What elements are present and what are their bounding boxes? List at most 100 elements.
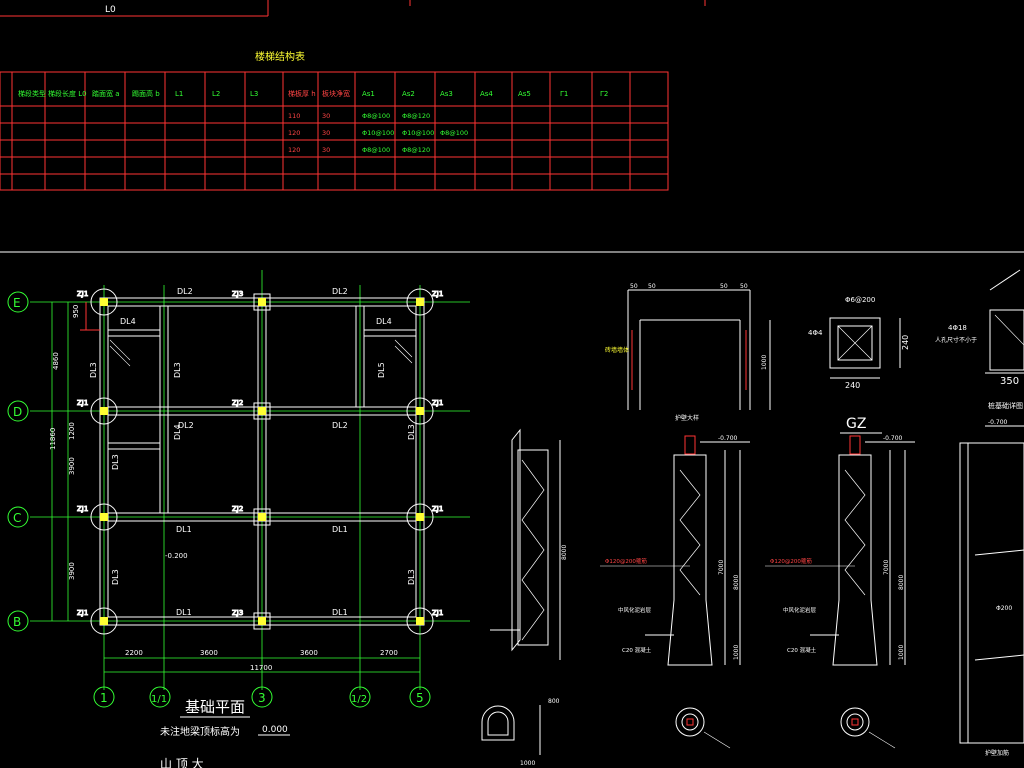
detailA-dim-2: 50	[648, 283, 656, 290]
pile-section-left: 8000 800 1000	[481, 428, 568, 767]
svg-text:Φ120@200箍筋: Φ120@200箍筋	[605, 557, 647, 565]
pile-footing: ZJ3	[232, 609, 271, 630]
axis-bubble-B: B	[7, 610, 29, 632]
axis-bubble-E: E	[7, 291, 29, 313]
beam-label: DL1	[176, 608, 192, 617]
table-cell: 30	[322, 129, 330, 137]
svg-text:B: B	[13, 615, 21, 629]
table-header-cell: As2	[402, 90, 415, 98]
svg-text:1: 1	[100, 691, 108, 705]
axis-bubble-1/2: 1/2	[349, 686, 371, 708]
table-cell: 110	[288, 112, 300, 120]
svg-text:中风化泥岩层: 中风化泥岩层	[618, 606, 652, 614]
table-header-cell: 踏面宽 a	[92, 89, 120, 98]
beam-label: DL3	[407, 424, 416, 440]
beam-label: DL4	[376, 317, 392, 326]
table-header-cell: 板块净宽	[322, 89, 350, 98]
pile-footing: ZJ1	[77, 607, 118, 635]
svg-text:D: D	[13, 405, 22, 419]
right-dim: Φ200	[996, 605, 1012, 612]
left-pile-dim: 8000	[561, 545, 568, 560]
beam-label: DL1	[176, 525, 192, 534]
left-overall-dim: 11860	[49, 428, 57, 450]
svg-text:1000: 1000	[898, 645, 905, 660]
elev-mark: -0.200	[165, 552, 188, 560]
plan-note: 未注地梁顶标高为	[160, 725, 240, 738]
axis-bubble-3: 3	[251, 686, 273, 708]
table-header-cell: L2	[212, 90, 220, 98]
gz-height: 240	[901, 335, 910, 350]
svg-text:Φ120@200箍筋: Φ120@200箍筋	[770, 557, 812, 565]
table-cell: Φ10@100	[402, 129, 434, 137]
table-header-cell: As1	[362, 90, 375, 98]
table-header-cell: As5	[518, 90, 531, 98]
section-dim-a: 800	[548, 698, 560, 705]
top-fragment: L0	[0, 0, 706, 17]
beam-label: DL1	[332, 608, 348, 617]
beam-label: DL3	[111, 569, 120, 585]
svg-text:C20 混凝土: C20 混凝土	[622, 646, 652, 654]
pile-footing: ZJ1	[406, 607, 444, 635]
beam-label: DL2	[332, 421, 348, 430]
column-label: ZJ1	[432, 505, 443, 513]
table-cell: Φ10@100	[362, 129, 394, 137]
left-dim-3: 3900	[68, 457, 76, 475]
column-label: ZJ3	[232, 290, 243, 298]
detailA-bottom-label: 护壁大样	[675, 414, 699, 422]
column-label: ZJ1	[432, 290, 443, 298]
table-header-cell: Γ1	[560, 90, 568, 98]
detailA-dim-4: 50	[740, 283, 748, 290]
left-dim-1: 4860	[52, 352, 60, 370]
svg-text:1/1: 1/1	[151, 694, 167, 705]
table-header-cell: As4	[480, 90, 493, 98]
beam-label: DL1	[332, 525, 348, 534]
table-cell: 30	[322, 112, 330, 120]
table-header-cell: 梯段类型	[18, 89, 46, 98]
svg-text:1000: 1000	[733, 645, 740, 660]
column-label: ZJ1	[432, 399, 443, 407]
svg-text:1/2: 1/2	[351, 694, 367, 705]
detail-retaining-wall: 50 50 50 50 1000 砖墙墙体 护壁大样	[605, 283, 771, 422]
svg-text:7000: 7000	[883, 560, 890, 575]
table-header-cell: Γ2	[600, 90, 608, 98]
bottom-dim-3: 3600	[300, 649, 318, 657]
axis-bubble-1: 1	[93, 686, 115, 708]
detailB-elev: -0.700	[988, 419, 1008, 426]
beam-label: DL3	[111, 454, 120, 470]
table-cell: 30	[322, 146, 330, 154]
pile-footing: ZJ1	[77, 397, 118, 425]
svg-text:8000: 8000	[733, 575, 740, 590]
column-label: ZJ1	[432, 609, 443, 617]
gz-bars: 4Φ4	[808, 329, 823, 337]
table-header-cell: 梯板厚 h	[288, 89, 316, 98]
gz-stirrup: Φ6@200	[845, 296, 875, 304]
axis-bubble-5: 5	[409, 686, 431, 708]
detailA-side-dim: 1000	[761, 355, 768, 370]
svg-text:8000: 8000	[898, 575, 905, 590]
svg-text:5: 5	[416, 691, 424, 705]
table-cell: Φ8@120	[402, 146, 430, 154]
detail-pile-cap: 4Φ18 人孔尺寸不小于 350 桩基础详图 -0.700	[935, 269, 1024, 427]
table-cell: Φ8@100	[440, 129, 468, 137]
table-cell: Φ8@100	[362, 112, 390, 120]
beam-label: DL3	[173, 362, 182, 378]
left-dim-4: 3900	[68, 562, 76, 580]
detailB-label: 桩基础详图	[988, 401, 1023, 410]
svg-text:C20 混凝土: C20 混凝土	[787, 646, 817, 654]
plan-note-value: 0.000	[262, 725, 288, 735]
beam-label: DL4	[120, 317, 136, 326]
table-title: 楼梯结构表	[255, 50, 305, 63]
beam-label: DL2	[332, 287, 348, 296]
bottom-dim-1: 2200	[125, 649, 143, 657]
axis-bubble-C: C	[7, 506, 29, 528]
detailA-dim-1: 50	[630, 283, 638, 290]
svg-text:中风化泥岩层: 中风化泥岩层	[783, 606, 817, 614]
detailB-top: 4Φ18	[948, 324, 967, 332]
gz-label: GZ	[846, 416, 866, 432]
pile-footing: ZJ3	[232, 290, 271, 311]
svg-text:3: 3	[258, 691, 266, 705]
column-label: ZJ3	[232, 609, 243, 617]
